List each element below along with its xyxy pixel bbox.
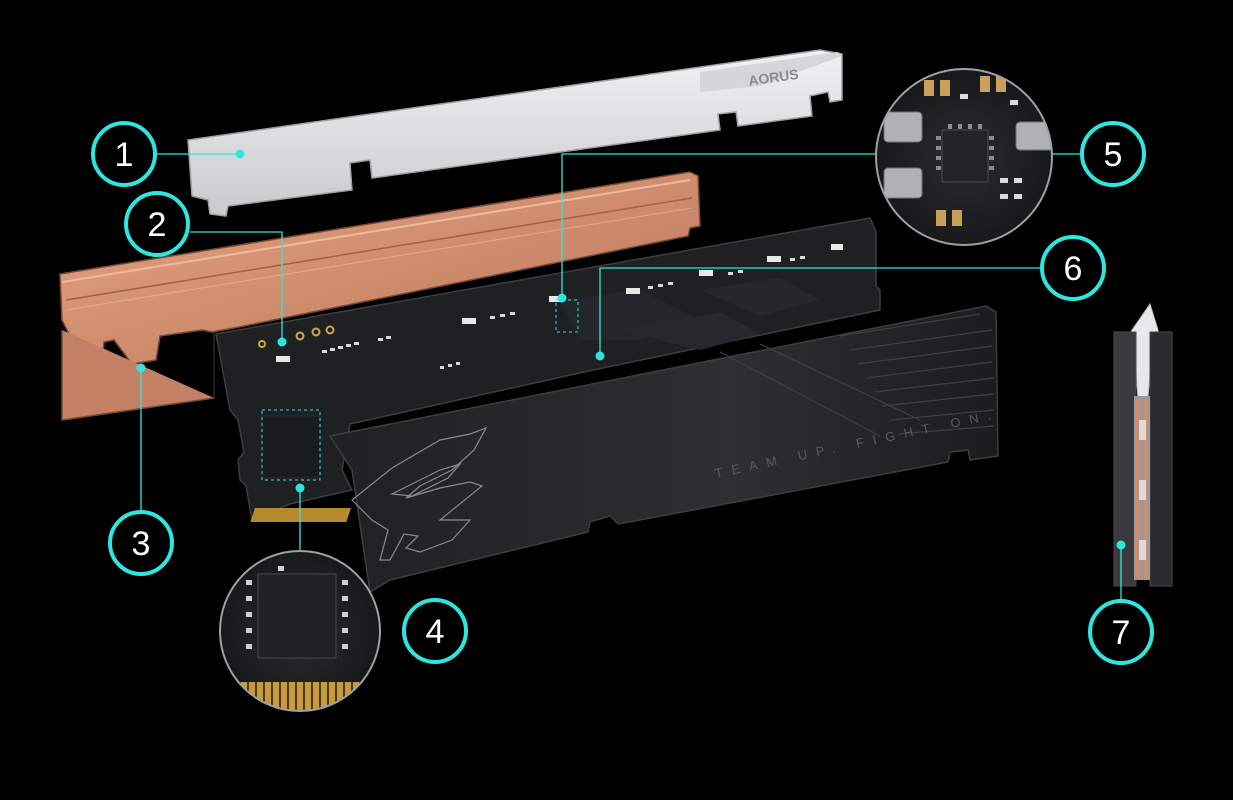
leader-lines: [140, 153, 1122, 600]
white-top-cover: AORUS: [187, 49, 843, 217]
aorus-eagle-logo: [351, 426, 488, 561]
leader-dots: [136, 149, 1126, 550]
side-cross-section: [1113, 302, 1173, 587]
callout-number-5: 5: [1104, 136, 1123, 174]
gold-vias: [258, 325, 335, 348]
aorus-logo-text: AORUS: [747, 66, 799, 89]
gold-fingers: [250, 508, 351, 522]
smd-components: [322, 256, 805, 369]
leader-line-2: [190, 231, 283, 342]
callout-1: 1: [91, 121, 157, 187]
callout-2: 2: [124, 191, 190, 257]
callout-7: 7: [1088, 599, 1154, 665]
callout-6: 6: [1040, 235, 1106, 301]
callout-number-6: 6: [1064, 250, 1083, 288]
memory-ic-zoom: [219, 550, 381, 712]
callout-3: 3: [108, 510, 174, 576]
leader-line-6: [599, 267, 1040, 356]
callout-number-1: 1: [115, 136, 134, 174]
pmic-zoom: [875, 68, 1053, 246]
callout-4: 4: [402, 598, 468, 664]
copper-heatspreader: [59, 171, 701, 421]
led-row: [276, 244, 843, 362]
memory-pcb: [215, 217, 881, 522]
black-heatsink-shroud: TEAM UP. FIGHT ON.: [328, 305, 1001, 594]
callout-number-2: 2: [148, 206, 167, 244]
leader-line-5b: [561, 153, 876, 298]
callout-number-7: 7: [1112, 614, 1131, 652]
highlight-boxes: [261, 299, 579, 481]
pmic-highlight: [555, 299, 579, 333]
callout-number-3: 3: [132, 525, 151, 563]
shroud-stripes: [719, 313, 995, 437]
memory-ic-highlight: [261, 409, 321, 481]
callout-5: 5: [1080, 121, 1146, 187]
callout-number-4: 4: [426, 613, 445, 651]
callouts: 1 2 3 4 5 6 7: [91, 121, 1154, 665]
